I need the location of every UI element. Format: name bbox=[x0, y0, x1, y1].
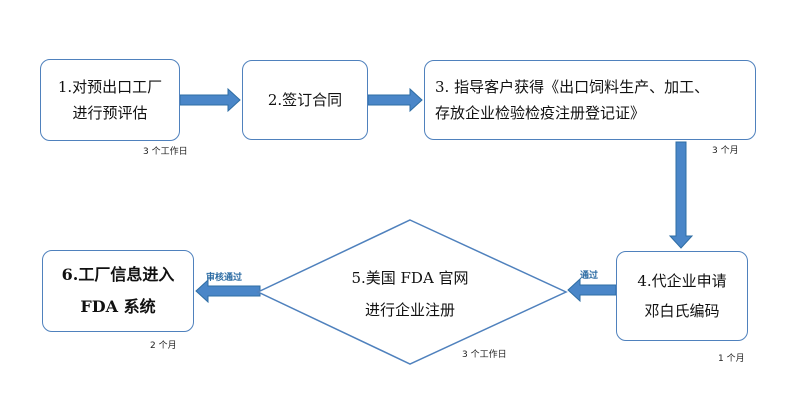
step1-duration: 3 个工作日 bbox=[143, 147, 188, 157]
step1-line1: 1.对预出口工厂 bbox=[57, 78, 163, 96]
step3-line1: 3. 指导客户获得《出口饲料生产、加工、 bbox=[435, 78, 710, 96]
step1-box: 1.对预出口工厂 进行预评估 bbox=[40, 59, 180, 141]
step6-box: 6.工厂信息进入 FDA 系统 bbox=[42, 250, 194, 332]
arrow-step4-to-step5 bbox=[567, 277, 617, 303]
edge-label-step4-to-step5: 通过 bbox=[580, 271, 599, 281]
arrow-step5-to-step6 bbox=[195, 278, 261, 304]
step3-line2: 存放企业检验检疫注册登记证》 bbox=[435, 104, 646, 122]
step2-line1: 2.签订合同 bbox=[267, 91, 343, 109]
arrow-step3-to-step4 bbox=[668, 141, 694, 249]
step6-line2: FDA 系统 bbox=[80, 297, 156, 316]
step4-line2: 邓白氏编码 bbox=[644, 302, 720, 320]
step3-box: 3. 指导客户获得《出口饲料生产、加工、 存放企业检验检疫注册登记证》 bbox=[424, 60, 756, 140]
step5-text: 5.美国 FDA 官网 进行企业注册 bbox=[300, 262, 520, 326]
step6-duration: 2 个月 bbox=[150, 341, 177, 351]
edge-label-step5-to-step6: 审核通过 bbox=[206, 273, 243, 283]
step5-line1: 5.美国 FDA 官网 bbox=[351, 269, 469, 287]
step5-diamond bbox=[256, 219, 568, 365]
step3-duration: 3 个月 bbox=[712, 146, 739, 156]
step5-duration: 3 个工作日 bbox=[462, 350, 507, 360]
step4-line1: 4.代企业申请 bbox=[637, 272, 727, 290]
step4-duration: 1 个月 bbox=[718, 354, 745, 364]
step5-line2: 进行企业注册 bbox=[364, 301, 455, 319]
arrow-step1-to-step2 bbox=[179, 87, 241, 113]
step2-box: 2.签订合同 bbox=[242, 60, 368, 140]
step1-line2: 进行预评估 bbox=[72, 104, 148, 122]
step4-box: 4.代企业申请 邓白氏编码 bbox=[616, 251, 748, 341]
step6-line1: 6.工厂信息进入 bbox=[61, 265, 175, 284]
arrow-step2-to-step3 bbox=[367, 87, 423, 113]
